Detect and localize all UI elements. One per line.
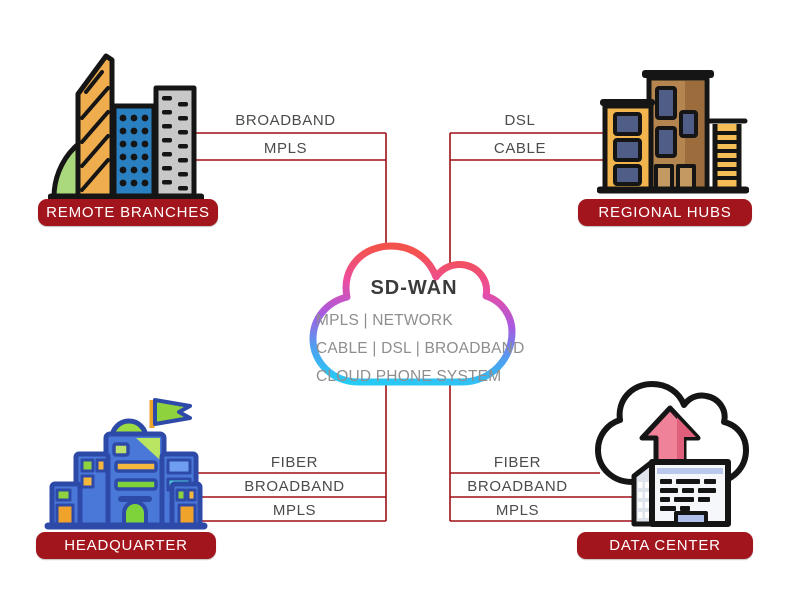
link-label-mpls-bottom-right: MPLS [495, 502, 540, 519]
node-badge-remote-branches: REMOTE BRANCHES [38, 199, 218, 226]
link-label-fiber-bottom-left: FIBER [270, 454, 319, 471]
link-label-fiber-bottom-right: FIBER [493, 454, 542, 471]
link-label-broadband-top-left: BROADBAND [235, 112, 336, 129]
link-label-mpls-top-left: MPLS [263, 140, 308, 157]
link-label-broadband-bottom-right: BROADBAND [467, 478, 568, 495]
sdwan-services-line-1: MPLS | NETWORK [316, 312, 453, 329]
node-badge-data-center: DATA CENTER [577, 532, 753, 559]
link-label-cable-top-right: CABLE [493, 140, 547, 157]
office-building-icon [597, 70, 749, 194]
headquarters-building-icon [44, 398, 208, 530]
sdwan-services-line-2: CABLE | DSL | BROADBAND [316, 340, 525, 357]
sdwan-title: SD-WAN [370, 277, 458, 299]
node-badge-regional-hubs: REGIONAL HUBS [578, 199, 752, 226]
link-label-broadband-bottom-left: BROADBAND [244, 478, 345, 495]
sdwan-cloud-icon [309, 242, 516, 386]
sdwan-cloud-text: SD-WAN MPLS | NETWORK CABLE | DSL | BROA… [316, 277, 525, 391]
node-badge-headquarter: HEADQUARTER [36, 532, 216, 559]
link-label-dsl-top-right: DSL [504, 112, 536, 129]
city-buildings-icon [48, 53, 204, 201]
link-label-mpls-bottom-left: MPLS [272, 502, 317, 519]
cloud-server-icon [595, 381, 749, 527]
sdwan-services-line-3: CLOUD PHONE SYSTEM [316, 368, 502, 385]
